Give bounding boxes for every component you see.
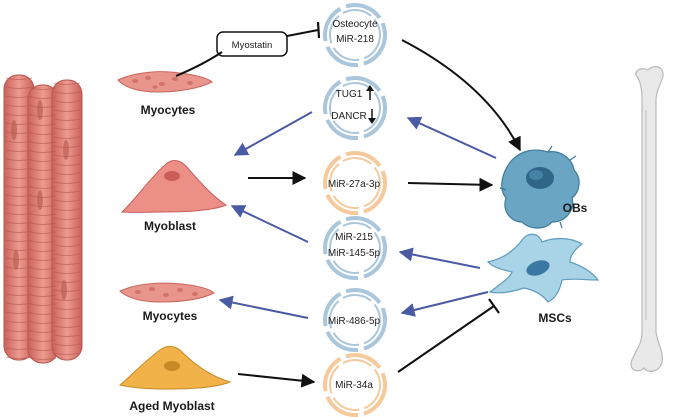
tug1-dancr-exosome xyxy=(323,76,387,140)
inhibit-bar-mscs xyxy=(488,298,500,314)
myocytes-top-label: Myocytes xyxy=(141,103,196,117)
osteocyte-to-obs-arrow xyxy=(401,39,521,152)
myocytes-to-myostatin-line xyxy=(175,51,223,77)
tug1-to-myoblast-arrow xyxy=(233,111,313,156)
aged-myoblast-to-mir34-arrow xyxy=(237,373,316,388)
mir486-to-myocytes-arrow xyxy=(218,295,309,319)
tug1-text: TUG1 xyxy=(336,89,363,100)
myoblast-label: Myoblast xyxy=(144,219,196,233)
mscs-to-mir215-arrow xyxy=(398,247,481,269)
bone-illustration xyxy=(630,66,664,372)
mir486-exosome xyxy=(323,288,387,352)
osteoblast-cell xyxy=(499,145,580,229)
mscs-to-mir486-arrow xyxy=(400,291,489,317)
mir215-to-myoblast-arrow xyxy=(230,205,309,243)
aged-myoblast-cell xyxy=(118,345,232,390)
osteocyte-exosome xyxy=(323,3,387,67)
mir34-text: MiR-34a xyxy=(335,380,373,391)
muscle-fiber-bundle xyxy=(3,74,83,364)
mir215-text: MiR-215 xyxy=(335,232,373,243)
myocytes-bottom-label: Myocytes xyxy=(143,309,198,323)
osteocyte-text: Osteocyte xyxy=(332,19,377,30)
mir27-exosome xyxy=(323,151,387,215)
myocytes-bottom-cell xyxy=(119,282,215,303)
mir218-text: MiR-218 xyxy=(336,34,374,45)
mir34-inhibits-mscs-line xyxy=(397,305,495,373)
exosome-group xyxy=(323,3,387,417)
aged-myoblast-label: Aged Myoblast xyxy=(129,399,214,413)
dancr-down-arrow-icon xyxy=(368,109,376,124)
mir145-text: MiR-145-5p xyxy=(328,248,381,259)
mir215-exosome xyxy=(323,216,387,280)
inhibit-bar-osteocyte xyxy=(316,21,321,39)
tug1-up-arrow-icon xyxy=(366,85,374,100)
myoblast-cell xyxy=(120,160,228,213)
myocytes-top-cell xyxy=(117,71,213,93)
msc-cell xyxy=(486,233,600,303)
myostatin-box: Myostatin xyxy=(216,31,288,57)
mscs-label: MSCs xyxy=(538,311,572,325)
mir34-exosome xyxy=(323,353,387,417)
myostatin-inhibits-osteocyte-line xyxy=(286,29,319,37)
obs-label: OBs xyxy=(563,201,588,215)
mir27-text: MiR-27a-3p xyxy=(328,179,381,190)
mir27-to-obs-arrow xyxy=(407,177,494,192)
obs-to-tug1-arrow xyxy=(406,116,497,159)
myostatin-label: Myostatin xyxy=(232,40,273,51)
dancr-text: DANCR xyxy=(331,111,367,122)
mir486-text: MiR-486-5p xyxy=(328,316,381,327)
